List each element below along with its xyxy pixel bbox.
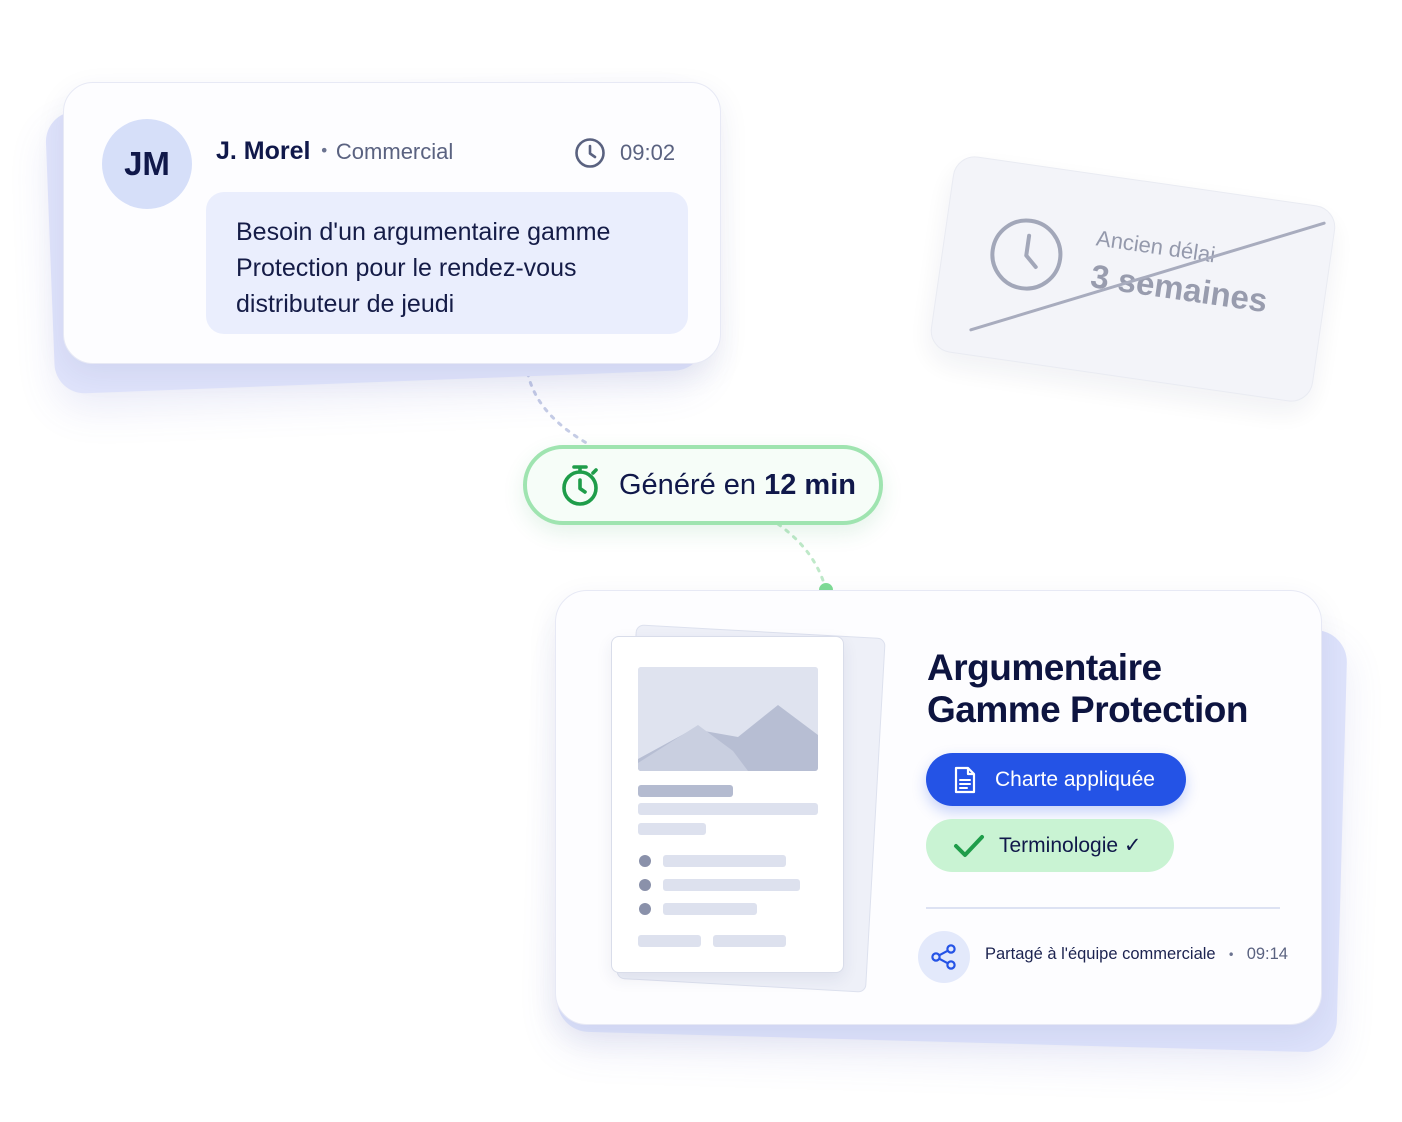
stopwatch-icon [562,465,598,506]
clock-icon [575,138,605,168]
message-header: J. Morel • Commercial [216,137,453,166]
charter-applied-badge[interactable]: Charte appliquée [926,753,1186,806]
share-status: Partagé à l'équipe commerciale • 09:14 [985,945,1288,964]
share-button[interactable] [918,931,970,983]
doc-bullet-line [663,903,757,915]
doc-bullet [639,855,651,867]
image-placeholder-icon [638,667,818,771]
result-title-line2: Gamme Protection [927,689,1248,730]
generated-prefix: Généré en [619,468,757,501]
shared-text: Partagé à l'équipe commerciale [985,945,1216,963]
check-icon [954,834,984,857]
doc-text-line [638,803,818,815]
generated-label: Généré en 12 min [619,469,856,502]
header-separator: • [319,141,329,160]
message-bubble: Besoin d'un argumentaire gamme Protectio… [206,192,688,334]
result-card[interactable]: Argumentaire Gamme Protection Charte app… [555,590,1322,1025]
doc-bullet [639,879,651,891]
doc-heading-line [638,785,733,797]
result-title-line1: Argumentaire [927,647,1162,688]
author-role: Commercial [335,139,454,164]
doc-bullet-line [663,855,786,867]
result-title: Argumentaire Gamme Protection [927,647,1248,731]
divider [926,907,1280,909]
generated-duration: 12 min [764,468,856,501]
doc-footer-line [638,935,701,947]
generated-time-pill: Généré en 12 min [523,445,883,525]
charter-label: Charte appliquée [995,767,1155,791]
message-timestamp: 09:02 [574,137,675,169]
shared-time: 09:14 [1246,945,1288,963]
document-thumbnail[interactable] [611,636,844,973]
message-time: 09:02 [620,140,676,165]
terminology-badge[interactable]: Terminologie ✓ [926,819,1174,872]
share-icon [931,944,956,970]
author-name: J. Morel [216,137,311,165]
avatar: JM [102,119,192,209]
old-delay-card: Ancien délai 3 semaines [927,153,1339,405]
doc-bullet-line [663,879,800,891]
connector-bottom [776,522,828,592]
clock-icon [990,218,1063,291]
message-card[interactable]: JM J. Morel • Commercial 09:02 Besoin d'… [63,82,721,364]
doc-bullet [639,903,651,915]
doc-footer-line [713,935,786,947]
document-icon [954,766,976,793]
share-separator: • [1227,947,1235,962]
terminology-label: Terminologie ✓ [999,834,1142,857]
doc-text-line [638,823,706,835]
